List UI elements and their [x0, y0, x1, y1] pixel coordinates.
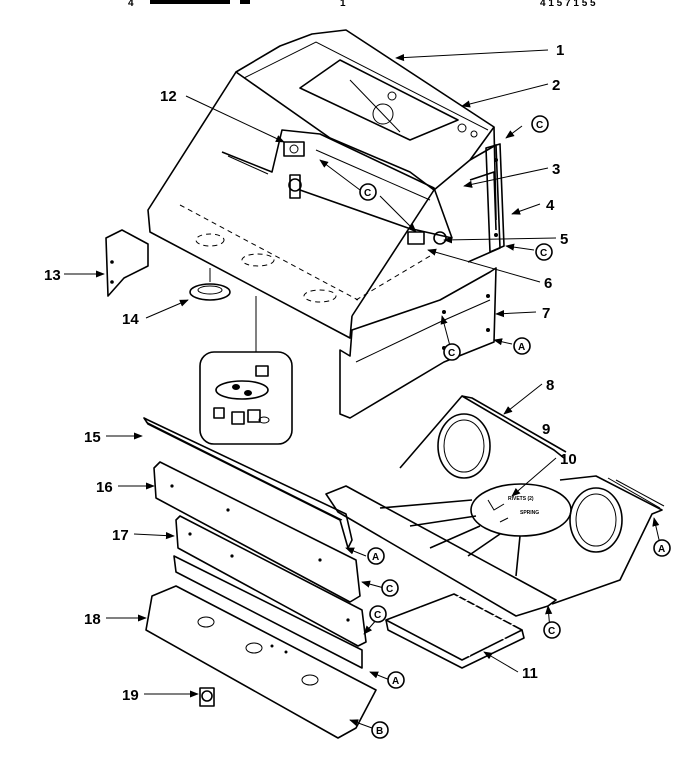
callout-1: 1 [556, 42, 564, 59]
header-fragments: 4 1 4 1 5 7 1 5 5 [128, 0, 596, 9]
rail-16 [153, 461, 361, 603]
reference-tags: C C C C A A C C A B C A [359, 115, 671, 739]
hood-body [147, 29, 501, 339]
left-side-panel [105, 229, 149, 297]
callout-9: 9 [542, 421, 550, 438]
header-bar [150, 0, 230, 4]
socket-inset [199, 296, 293, 445]
callout-10: 10 [560, 451, 577, 468]
rivets-label: RIVETS (2) [508, 496, 534, 502]
ref-tag-a: A [653, 539, 671, 557]
front-cover [339, 267, 497, 419]
callout-5: 5 [560, 231, 568, 248]
svg-text:C: C [540, 248, 547, 259]
ref-tag-a: A [387, 671, 405, 689]
svg-text:C: C [374, 610, 381, 621]
side-panel [469, 143, 505, 253]
filter-assembly: RIVETS (2) SPRING [325, 395, 665, 617]
svg-text:C: C [386, 584, 393, 595]
header-bar-small [240, 0, 250, 4]
callout-labels: 1 2 3 4 5 6 7 8 9 10 11 12 13 14 15 16 1… [44, 42, 577, 704]
callout-13: 13 [44, 267, 61, 284]
callout-11: 11 [522, 665, 538, 682]
callout-2: 2 [552, 77, 560, 94]
ref-tag-c: C [531, 115, 549, 133]
callout-4: 4 [546, 197, 555, 214]
svg-text:A: A [518, 342, 525, 353]
grommet [189, 268, 231, 301]
header-fragment-left: 4 [128, 0, 134, 9]
callout-6: 6 [544, 275, 552, 292]
callout-7: 7 [542, 305, 550, 322]
ref-tag-c: C [359, 183, 377, 201]
ref-tag-a: A [367, 547, 385, 565]
callout-17: 17 [112, 527, 129, 544]
ref-tag-c: C [535, 243, 553, 261]
ref-tag-c: C [381, 579, 399, 597]
bottom-panel-18 [145, 585, 377, 739]
ref-tag-c: C [443, 343, 461, 361]
header-fragment-mid: 1 [340, 0, 346, 9]
callout-14: 14 [122, 311, 139, 328]
ref-tag-a: A [513, 337, 531, 355]
svg-text:A: A [392, 676, 399, 687]
svg-text:C: C [448, 348, 455, 359]
callout-3: 3 [552, 161, 560, 178]
ref-tag-c: C [543, 621, 561, 639]
bracket-17 [173, 515, 367, 669]
rail-15 [143, 417, 353, 549]
callout-8: 8 [546, 377, 554, 394]
socket-19 [199, 687, 215, 707]
svg-text:B: B [376, 726, 383, 737]
callout-19: 19 [122, 687, 139, 704]
spring-label: SPRING [520, 510, 539, 516]
header-fragment-right: 4 1 5 7 1 5 5 [540, 0, 596, 9]
callout-leaders [64, 49, 661, 729]
ref-tag-c: C [369, 605, 387, 623]
svg-text:C: C [364, 188, 371, 199]
callout-15: 15 [84, 429, 101, 446]
callout-18: 18 [84, 611, 101, 628]
svg-text:C: C [548, 626, 555, 637]
svg-text:C: C [536, 120, 543, 131]
ref-tag-b: B [371, 721, 389, 739]
svg-text:A: A [658, 544, 665, 555]
svg-text:A: A [372, 552, 379, 563]
callout-12: 12 [160, 88, 177, 105]
grease-filter [385, 593, 525, 669]
callout-16: 16 [96, 479, 113, 496]
